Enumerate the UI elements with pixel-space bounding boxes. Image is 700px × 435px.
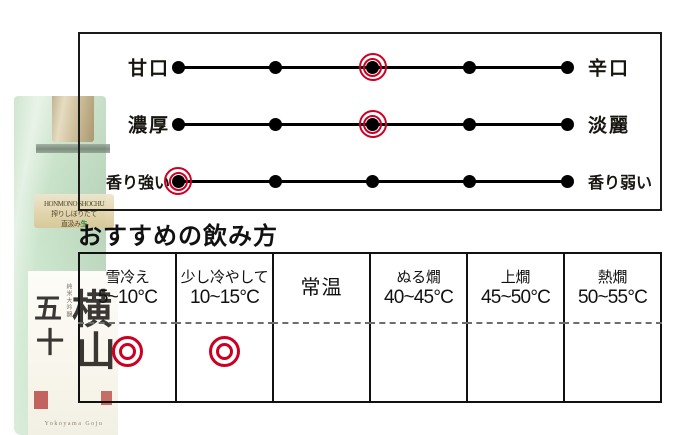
serving-style-name: 少し冷やして [180, 268, 269, 286]
label-kanji-ju: 十 [36, 326, 65, 359]
scale-dot-1[interactable] [171, 174, 185, 188]
scale-dot-5[interactable] [560, 117, 574, 131]
taste-row-sweetness-right-label: 辛口 [588, 57, 631, 80]
scale-dot-5[interactable] [560, 174, 574, 188]
serving-column-header: 常温 [274, 254, 369, 322]
taste-row-body-left-label: 濃厚 [127, 114, 170, 137]
bottle-main-label: 純米大吟醸 横 山 五 十 Yokoyama Goju [28, 271, 118, 435]
scale-dot-1[interactable] [171, 117, 185, 131]
selected-marker-inner-ring [363, 114, 382, 134]
serving-temperature-range: 50~55°C [577, 286, 648, 308]
taste-row-body-right-label: 淡麗 [588, 114, 631, 137]
sake-bottle-image: HONMONO SHOCHU 搾りしぼりたて 直汲み生 純米大吟醸 横 山 五 … [0, 96, 118, 435]
scale-dot-3[interactable] [366, 174, 379, 188]
taste-row-sweetness: 甘口 辛口 [80, 50, 660, 84]
recommended-double-circle-icon [209, 336, 240, 367]
serving-temperature-range: 40~45°C [383, 286, 454, 308]
label-seal-stamp-right [101, 391, 112, 405]
label-kanji-yama: 山 [76, 328, 116, 375]
taste-chart-rows: 甘口 辛口濃厚 淡麗香り強い 香り弱い [80, 34, 660, 209]
table-dashed-divider [78, 322, 177, 324]
serving-temperature-range: 45~50°C [480, 286, 551, 308]
bottle-shoulder-label: HONMONO SHOCHU 搾りしぼりたて 直汲み生 [34, 194, 114, 228]
scale-dot-4[interactable] [463, 174, 477, 188]
serving-style-name: 雪冷え [105, 268, 150, 286]
shoulder-line-3: 直汲み [61, 220, 81, 228]
serving-recommendation-cell [274, 322, 369, 401]
taste-row-sweetness-left-label: 甘口 [127, 57, 170, 80]
scale-dot-5[interactable] [560, 60, 574, 74]
serving-recommendation-cell [177, 322, 272, 401]
bottle-body: HONMONO SHOCHU 搾りしぼりたて 直汲み生 純米大吟醸 横 山 五 … [14, 96, 118, 435]
serving-style-name: ぬる燗 [396, 268, 441, 286]
scale-dot-2[interactable] [268, 60, 282, 74]
serving-style-name: 常温 [300, 276, 343, 299]
shoulder-line-1: HONMONO SHOCHU [43, 200, 105, 208]
selected-marker-outer-ring [164, 167, 192, 195]
serving-recommendation-cell [565, 322, 660, 401]
serving-style-name: 上燗 [500, 268, 531, 286]
scale-dot-4[interactable] [463, 117, 477, 131]
label-romaji-text: Yokoyama Goju [44, 421, 104, 427]
table-dashed-divider [563, 322, 662, 324]
taste-row-body: 濃厚 淡麗 [80, 107, 660, 141]
serving-column-3[interactable]: 常温 [272, 254, 371, 401]
table-dashed-divider [466, 322, 565, 324]
scale-dot-2[interactable] [268, 174, 282, 188]
scale-dot-2[interactable] [268, 117, 282, 131]
taste-row-aroma: 香り強い 香り弱い [80, 164, 660, 198]
taste-row-aroma-right-label: 香り弱い [588, 173, 653, 192]
selected-marker-outer-ring [358, 110, 387, 138]
serving-recommendation-cell [371, 322, 466, 401]
scale-dot-4[interactable] [463, 60, 477, 74]
recommended-double-circle-icon [112, 336, 143, 367]
bottle-neck-band [36, 144, 110, 153]
table-dashed-divider [272, 322, 371, 324]
scale-dot-3[interactable] [366, 117, 379, 131]
label-vertical-text: 純米大吟醸 [65, 283, 71, 318]
bottle-neck [52, 96, 94, 142]
serving-section-title: おすすめの飲み方 [78, 221, 278, 250]
shoulder-accent: 生 [80, 220, 88, 228]
serving-temperature-range: 5~10°C [97, 286, 158, 308]
serving-recommendation-cell [80, 322, 175, 401]
shoulder-line-2: 搾りしぼりたて [51, 210, 97, 218]
serving-recommendation-cell [468, 322, 563, 401]
selected-marker-outer-ring [358, 53, 387, 81]
scale-dot-3[interactable] [366, 60, 379, 74]
label-kanji-go: 五 [34, 292, 63, 325]
selected-marker-inner-ring [363, 57, 382, 77]
serving-style-name: 熱燗 [597, 268, 628, 286]
taste-profile-chart: 甘口 辛口濃厚 淡麗香り強い 香り弱い [78, 32, 662, 211]
selected-marker-inner-ring [168, 171, 188, 191]
scale-dot-1[interactable] [171, 60, 185, 74]
table-dashed-divider [369, 322, 468, 324]
serving-temperature-range: 10~15°C [189, 286, 260, 308]
label-seal-stamp-left [34, 391, 48, 409]
taste-row-aroma-left-label: 香り強い [105, 173, 170, 192]
table-dashed-divider [175, 322, 274, 324]
